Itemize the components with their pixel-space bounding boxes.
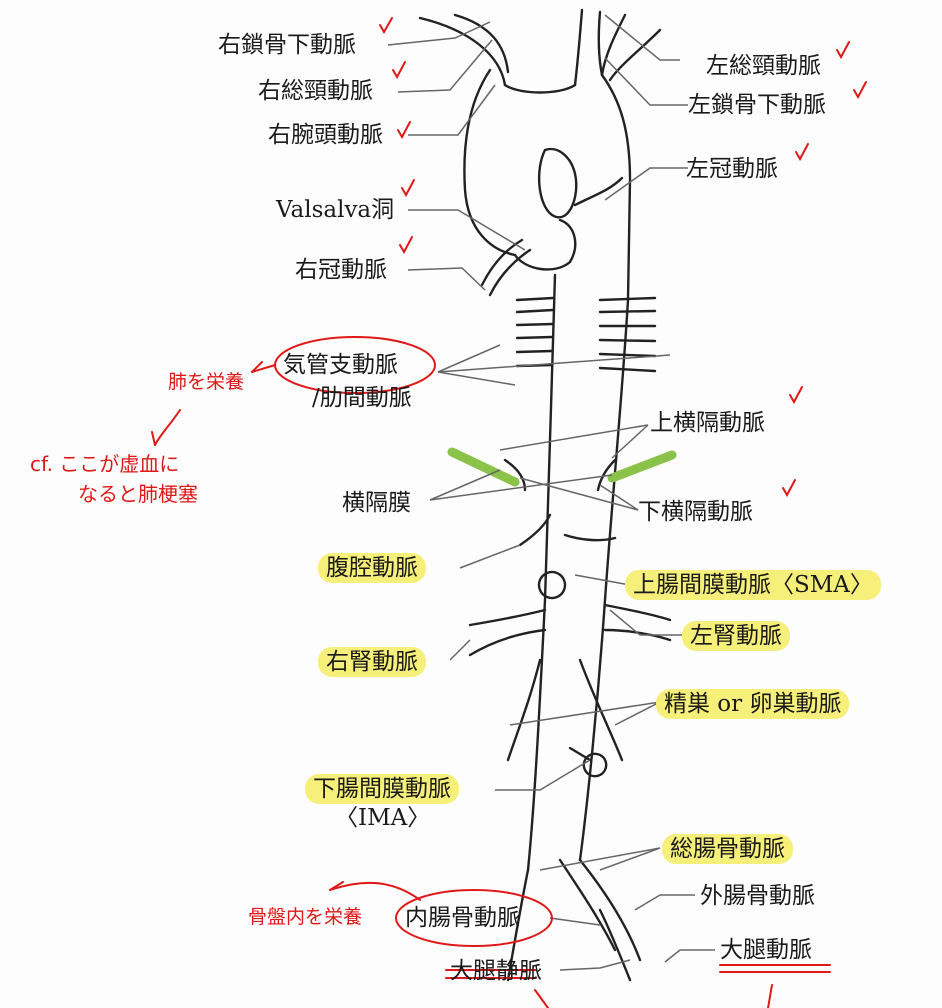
label-left-renal-artery: 左腎動脈 bbox=[682, 621, 790, 651]
label-bronchial-artery: 気管支動脈 bbox=[283, 352, 398, 378]
label-superior-phrenic-artery: 上横隔動脈 bbox=[650, 410, 765, 436]
handwritten-pelvis-nourish: 骨盤内を栄養 bbox=[248, 906, 363, 928]
label-right-common-carotid-artery: 右総頸動脈 bbox=[258, 78, 373, 104]
label-diaphragm: 横隔膜 bbox=[342, 490, 411, 516]
label-right-coronary-artery: 右冠動脈 bbox=[295, 257, 387, 283]
label-superior-mesenteric-artery: 上腸間膜動脈〈SMA〉 bbox=[625, 570, 881, 600]
label-external-iliac-artery: 外腸骨動脈 bbox=[700, 883, 815, 909]
label-common-iliac-artery: 総腸骨動脈 bbox=[662, 834, 793, 864]
label-brachiocephalic-artery: 右腕頭動脈 bbox=[268, 122, 383, 148]
label-valsalva-sinus: Valsalva洞 bbox=[276, 197, 395, 223]
handwritten-lung-nourish: 肺を栄養 bbox=[168, 371, 245, 393]
label-left-coronary-artery: 左冠動脈 bbox=[686, 156, 778, 182]
label-left-subclavian-artery: 左鎖骨下動脈 bbox=[688, 92, 826, 118]
label-intercostal-artery: /肋間動脈 bbox=[312, 385, 412, 411]
label-femoral-artery: 大腿動脈 bbox=[720, 937, 812, 963]
label-inferior-mesenteric-artery: 下腸間膜動脈 bbox=[305, 774, 459, 804]
label-femoral-vein: 大腿静脈 bbox=[450, 958, 542, 984]
label-ima-abbreviation: 〈IMA〉 bbox=[335, 805, 431, 831]
label-right-renal-artery: 右腎動脈 bbox=[318, 647, 426, 677]
label-inferior-phrenic-artery: 下横隔動脈 bbox=[638, 499, 753, 525]
label-internal-iliac-artery: 内腸骨動脈 bbox=[405, 905, 520, 931]
handwritten-note-ischemia: cf. ここが虚血に bbox=[30, 452, 180, 476]
label-gonadal-artery: 精巣 or 卵巣動脈 bbox=[656, 689, 850, 719]
label-celiac-artery: 腹腔動脈 bbox=[318, 553, 426, 583]
handwritten-note-infarction: なると肺梗塞 bbox=[78, 482, 198, 506]
label-right-subclavian-artery: 右鎖骨下動脈 bbox=[218, 32, 356, 58]
label-left-common-carotid-artery: 左総頸動脈 bbox=[706, 53, 821, 79]
